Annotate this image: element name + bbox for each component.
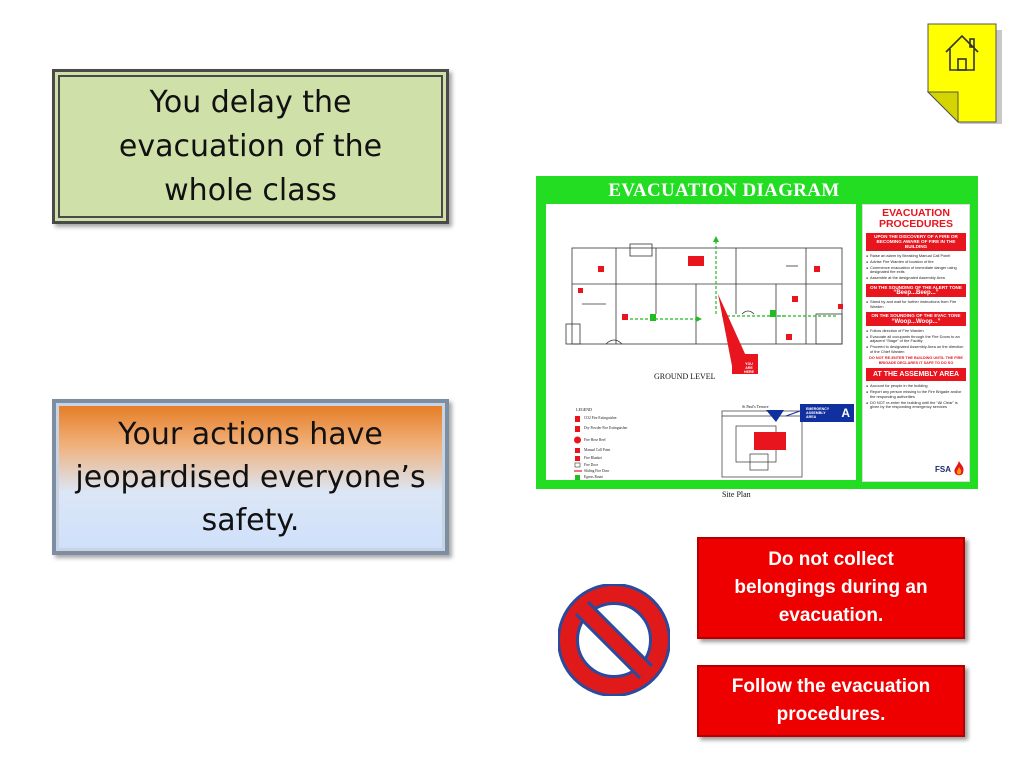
notice-line: evacuation.: [778, 605, 884, 626]
home-button[interactable]: [924, 18, 1006, 128]
assembly-area-letter: A: [841, 406, 850, 420]
gradient-callout-line: jeopardised everyone’s: [75, 459, 426, 495]
fsa-logo: FSA: [935, 461, 965, 477]
procedure-item: Evacuate all occupants through the Fire …: [866, 334, 966, 344]
legend-item: Dry Powder Fire Extinguisher: [584, 426, 628, 430]
procedure-item: Assemble at the designated Assembly Area: [866, 276, 966, 281]
you-are-here-label: YOU ARE HERE: [744, 362, 754, 375]
gradient-callout-text: Your actions have jeopardised everyone’s…: [75, 413, 425, 542]
procedure-item: Report any person missing to the Fire Br…: [866, 389, 966, 399]
alert-band: ON THE SOUNDING OF THE ALERT TONE “Beep.…: [866, 284, 966, 298]
discovery-band: UPON THE DISCOVERY OF A FIRE OR BECOMING…: [866, 233, 966, 251]
gradient-callout-line: Your actions have: [118, 416, 383, 452]
procedure-item: Follow direction of Fire Warden: [866, 328, 966, 334]
gradient-callout: Your actions have jeopardised everyone’s…: [52, 399, 449, 555]
legend-item: Fire Door: [584, 463, 599, 467]
site-plan-label: Site Plan: [722, 490, 751, 499]
legend-item: Fire Hose Reel: [584, 438, 606, 442]
procedures-panel: EVACUATION PROCEDURES UPON THE DISCOVERY…: [862, 204, 970, 482]
procedure-item: Stand by and wait for further instructio…: [866, 299, 966, 309]
legend-item: Fire Blanket: [584, 456, 602, 460]
notice-no-collect: Do not collect belongings during an evac…: [697, 537, 965, 639]
notice-line: belongings during an: [734, 577, 928, 598]
flame-icon: [954, 461, 964, 476]
legend-item: Manual Call Point: [584, 448, 611, 452]
floor-plan: GROUND LEVEL YOU ARE HERE LEGEND CO2 Fir…: [546, 204, 856, 499]
legend-item: Egress Route: [584, 475, 604, 479]
ground-level-label: GROUND LEVEL: [654, 372, 716, 381]
home-icon: [926, 23, 1002, 128]
evac-band: ON THE SOUNDING OF THE EVAC TONE “Woop..…: [866, 312, 966, 326]
notice-line: Do not collect: [768, 549, 894, 570]
procedure-item: Commence evacuation of immediate danger …: [866, 265, 966, 275]
notice-follow-text: Follow the evacuation procedures.: [732, 673, 930, 729]
procedure-item: Advise Fire Warden of location of fire: [866, 259, 966, 265]
evac-call: “Woop...Woop...”: [891, 318, 941, 325]
procedures-title: EVACUATION PROCEDURES: [878, 207, 954, 230]
street-label: St Paul's Terrace: [742, 404, 769, 409]
legend-item: CO2 Fire Extinguisher: [584, 416, 617, 420]
green-callout: You delay the evacuation of the whole cl…: [52, 69, 449, 224]
assembly-area-label: EMERGENCY ASSEMBLY AREA: [806, 406, 830, 420]
green-callout-line: whole class: [164, 172, 337, 208]
assembly-band: AT THE ASSEMBLY AREA: [866, 367, 966, 381]
green-callout-line: evacuation of the: [118, 128, 383, 164]
legend-title: LEGEND: [576, 407, 592, 412]
floor-plan-drawing: [565, 236, 843, 480]
prohibited-icon: [557, 583, 671, 697]
green-callout-line: You delay the: [149, 84, 352, 120]
poster-title: EVACUATION DIAGRAM: [608, 180, 840, 201]
gradient-callout-line: safety.: [201, 502, 300, 538]
notice-line: procedures.: [776, 704, 886, 725]
legend-item: Sliding Fire Door: [584, 469, 610, 473]
notice-no-collect-text: Do not collect belongings during an evac…: [734, 546, 927, 630]
reenter-warning: DO NOT RE-ENTER THE BUILDING UNTIL THE F…: [869, 356, 963, 365]
evacuation-poster: EVACUATION DIAGRAM: [536, 176, 978, 499]
evac-band-label: ON THE SOUNDING OF THE EVAC TONE: [871, 313, 961, 319]
alert-band-label: ON THE SOUNDING OF THE ALERT TONE: [870, 285, 962, 291]
fsa-logo-text: FSA: [935, 464, 951, 474]
procedure-item: Raise an alarm by Breaking Manual Call P…: [866, 253, 966, 259]
procedure-item: Proceed to designated Assembly Area on t…: [866, 345, 966, 354]
alert-call: “Beep...Beep...”: [893, 290, 939, 297]
notice-follow: Follow the evacuation procedures.: [697, 665, 965, 737]
notice-line: Follow the evacuation: [731, 676, 931, 697]
procedure-item: DO NOT re-enter the building until the “…: [866, 400, 966, 410]
assembly-area-badge: EMERGENCY ASSEMBLY AREA A: [800, 404, 854, 422]
procedure-item: Account for people in the building: [866, 383, 966, 389]
no-symbol: [557, 583, 671, 697]
green-callout-text: You delay the evacuation of the whole cl…: [119, 81, 382, 213]
